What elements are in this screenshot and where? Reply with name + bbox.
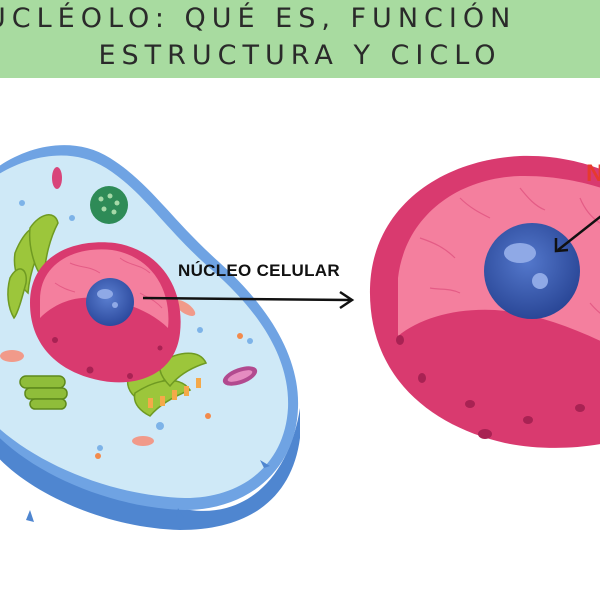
rough-er	[7, 214, 59, 320]
nucleolus-arrow	[554, 215, 600, 253]
cell-nucleus	[30, 242, 181, 383]
animal-cell	[0, 145, 300, 530]
cell-base	[0, 408, 300, 530]
ribosomes	[19, 200, 253, 451]
nucleolus-large	[484, 223, 580, 319]
vesicles	[148, 378, 201, 408]
smooth-er	[19, 375, 68, 410]
cell-diagram-svg	[0, 145, 600, 530]
lysosome	[90, 186, 128, 224]
big-nucleus	[369, 155, 600, 448]
diagram-area: NÚCLEO CELULAR N	[0, 78, 600, 600]
pointer-arrow	[142, 290, 355, 310]
nucleolus-small	[86, 278, 134, 326]
title-banner: UCLÉOLO: QUÉ ES, FUNCIÓN ESTRUCTURA Y CI…	[0, 0, 600, 78]
title-line-1: UCLÉOLO: QUÉ ES, FUNCIÓN	[0, 3, 517, 34]
mitochondria	[0, 167, 258, 446]
nucleolus-label: N	[586, 160, 600, 187]
title-line-2: ESTRUCTURA Y CICLO	[98, 40, 502, 71]
nucleus-label: NÚCLEO CELULAR	[178, 261, 340, 280]
